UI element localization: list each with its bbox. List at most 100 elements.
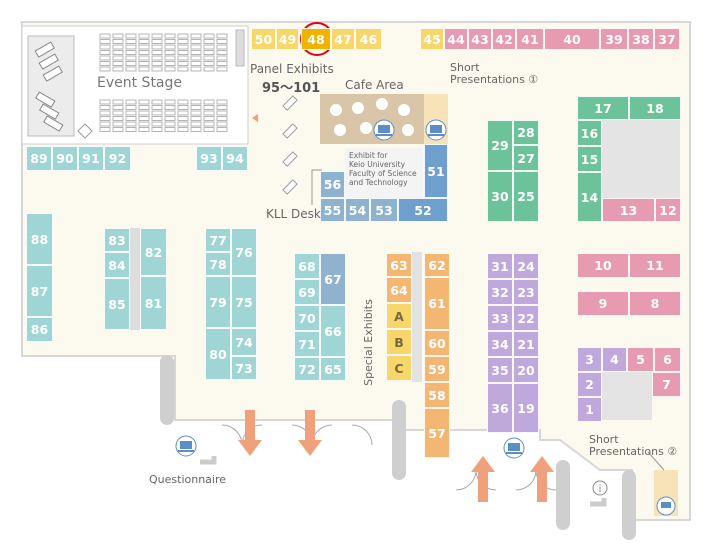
booth-63[interactable]: 63 — [386, 253, 412, 277]
booth-6[interactable]: 6 — [654, 347, 681, 372]
booth-55[interactable]: 55 — [320, 198, 345, 222]
seat — [190, 61, 202, 66]
booth-93[interactable]: 93 — [196, 146, 222, 171]
booth-38[interactable]: 38 — [628, 28, 654, 50]
booth-60[interactable]: 60 — [424, 330, 450, 356]
booth-21[interactable]: 21 — [513, 331, 539, 357]
booth-C[interactable]: C — [386, 355, 412, 381]
booth-75[interactable]: 75 — [231, 276, 257, 328]
booth-33[interactable]: 33 — [487, 305, 513, 331]
booth-45[interactable]: 45 — [420, 28, 444, 50]
booth-34[interactable]: 34 — [487, 331, 513, 357]
booth-32[interactable]: 32 — [487, 279, 513, 305]
booth-47[interactable]: 47 — [331, 28, 355, 50]
booth-35[interactable]: 35 — [487, 357, 513, 383]
booth-89[interactable]: 89 — [26, 146, 52, 171]
booth-37[interactable]: 37 — [654, 28, 680, 50]
booth-91[interactable]: 91 — [78, 146, 104, 171]
booth-68[interactable]: 68 — [294, 253, 320, 279]
booth-29[interactable]: 29 — [487, 120, 513, 171]
booth-12[interactable]: 12 — [655, 198, 681, 222]
booth-17[interactable]: 17 — [577, 96, 629, 120]
booth-48[interactable]: 48 — [301, 28, 331, 50]
booth-58[interactable]: 58 — [424, 382, 450, 408]
booth-41[interactable]: 41 — [516, 28, 544, 50]
booth-88[interactable]: 88 — [26, 213, 53, 265]
grey-block-2 — [602, 370, 652, 420]
booth-1[interactable]: 1 — [577, 397, 602, 422]
booth-31[interactable]: 31 — [487, 253, 513, 279]
booth-50[interactable]: 50 — [251, 28, 276, 50]
booth-77[interactable]: 77 — [205, 228, 231, 252]
booth-3[interactable]: 3 — [577, 347, 602, 372]
booth-57[interactable]: 57 — [424, 408, 450, 458]
booth-59[interactable]: 59 — [424, 356, 450, 382]
booth-5[interactable]: 5 — [627, 347, 654, 372]
booth-73[interactable]: 73 — [231, 356, 257, 380]
booth-15[interactable]: 15 — [577, 146, 602, 172]
booth-54[interactable]: 54 — [345, 198, 370, 222]
booth-36[interactable]: 36 — [487, 383, 513, 433]
booth-78[interactable]: 78 — [205, 252, 231, 276]
booth-A[interactable]: A — [386, 303, 412, 329]
booth-61[interactable]: 61 — [424, 277, 450, 330]
booth-2[interactable]: 2 — [577, 372, 602, 397]
booth-13[interactable]: 13 — [602, 198, 655, 222]
booth-14[interactable]: 14 — [577, 172, 602, 222]
booth-83[interactable]: 83 — [104, 228, 130, 252]
booth-7[interactable]: 7 — [652, 372, 681, 397]
booth-80[interactable]: 80 — [205, 328, 231, 380]
seat — [190, 121, 202, 127]
booth-8[interactable]: 8 — [629, 291, 681, 316]
booth-70[interactable]: 70 — [294, 305, 320, 331]
booth-40[interactable]: 40 — [544, 28, 600, 50]
booth-74[interactable]: 74 — [231, 328, 257, 356]
booth-39[interactable]: 39 — [600, 28, 628, 50]
booth-72[interactable]: 72 — [294, 357, 320, 381]
booth-56[interactable]: 56 — [320, 171, 345, 198]
booth-42[interactable]: 42 — [492, 28, 516, 50]
booth-10[interactable]: 10 — [577, 253, 629, 278]
booth-90[interactable]: 90 — [52, 146, 78, 171]
booth-86[interactable]: 86 — [26, 317, 53, 342]
booth-64[interactable]: 64 — [386, 277, 412, 303]
booth-79[interactable]: 79 — [205, 276, 231, 328]
booth-20[interactable]: 20 — [513, 357, 539, 383]
booth-66[interactable]: 66 — [320, 305, 346, 357]
booth-B[interactable]: B — [386, 329, 412, 355]
booth-69[interactable]: 69 — [294, 279, 320, 305]
booth-71[interactable]: 71 — [294, 331, 320, 357]
booth-81[interactable]: 81 — [140, 276, 167, 330]
booth-62[interactable]: 62 — [424, 253, 450, 277]
booth-44[interactable]: 44 — [444, 28, 468, 50]
booth-18[interactable]: 18 — [629, 96, 681, 120]
booth-22[interactable]: 22 — [513, 305, 539, 331]
booth-82[interactable]: 82 — [140, 228, 167, 276]
booth-27[interactable]: 27 — [513, 145, 539, 171]
booth-number: 66 — [324, 323, 342, 339]
booth-9[interactable]: 9 — [577, 291, 629, 316]
booth-19[interactable]: 19 — [513, 383, 539, 433]
booth-94[interactable]: 94 — [222, 146, 248, 171]
booth-30[interactable]: 30 — [487, 171, 513, 222]
booth-85[interactable]: 85 — [104, 278, 130, 330]
booth-16[interactable]: 16 — [577, 120, 602, 146]
booth-25[interactable]: 25 — [513, 171, 539, 222]
booth-23[interactable]: 23 — [513, 279, 539, 305]
booth-92[interactable]: 92 — [104, 146, 131, 171]
booth-52[interactable]: 52 — [398, 198, 448, 222]
booth-24[interactable]: 24 — [513, 253, 539, 279]
booth-84[interactable]: 84 — [104, 252, 130, 278]
booth-11[interactable]: 11 — [629, 253, 681, 278]
booth-87[interactable]: 87 — [26, 265, 53, 317]
booth-65[interactable]: 65 — [320, 357, 346, 381]
booth-28[interactable]: 28 — [513, 120, 539, 145]
booth-67[interactable]: 67 — [320, 253, 346, 305]
booth-53[interactable]: 53 — [370, 198, 398, 222]
booth-49[interactable]: 49 — [276, 28, 299, 50]
booth-46[interactable]: 46 — [355, 28, 382, 50]
booth-76[interactable]: 76 — [231, 228, 257, 276]
booth-4[interactable]: 4 — [602, 347, 627, 372]
booth-43[interactable]: 43 — [468, 28, 492, 50]
booth-51[interactable]: 51 — [424, 144, 448, 198]
